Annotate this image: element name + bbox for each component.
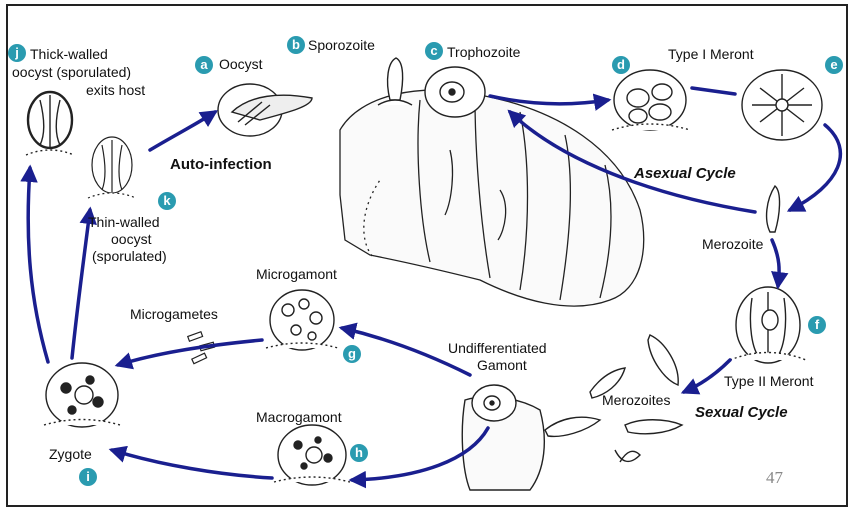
sporozoite-illustration: [377, 57, 413, 106]
thick-walled-oocyst-label-line3: exits host: [86, 82, 146, 98]
auto-infection-label: Auto-infection: [170, 156, 272, 173]
macrogamont-label: Macrogamont: [256, 409, 342, 425]
arrow-zygote-to-thick-walled-oocyst: [20, 164, 50, 364]
undifferentiated-gamont-label-line2: Gamont: [477, 357, 527, 373]
sporozoite-label: Sporozoite: [308, 37, 375, 53]
zygote-label: Zygote: [49, 446, 92, 462]
arrow-gamont-to-microgamont: [338, 322, 472, 377]
microgametes-label: Microgametes: [130, 306, 218, 322]
thin-walled-oocyst-illustration: [87, 136, 137, 199]
undifferentiated-gamont-label-line1: Undifferentiated: [448, 340, 547, 356]
arrow-meront-e-to-merozoite: [786, 123, 843, 212]
thin-walled-oocyst-label-line1: Thin-walled: [88, 214, 160, 230]
type-i-meront-label: Type I Meront: [668, 46, 754, 62]
arrow-merozoite-to-trophozoite: [507, 109, 757, 214]
merozoite-illustration: [765, 184, 781, 233]
arrow-meront-d-to-e: [690, 86, 737, 96]
arrow-trophozoite-to-type-i-meront: [488, 93, 612, 111]
arrow-microgamont-to-zygote: [114, 338, 264, 370]
stage-k-badge: k: [158, 192, 176, 210]
stage-c-badge: c: [425, 42, 443, 60]
stage-i-badge: i: [79, 468, 97, 486]
type-i-meront-illustration: [611, 69, 691, 131]
merozoite-label: Merozoite: [702, 236, 764, 252]
host-epithelium-illustration: [339, 89, 645, 307]
stage-e-badge: e: [825, 56, 843, 74]
arrow-zygote-to-thin-walled-oocyst: [70, 206, 97, 360]
stage-b-badge: b: [287, 36, 305, 54]
stage-a-badge: a: [195, 56, 213, 74]
macrogamont-illustration: [273, 424, 351, 486]
thick-walled-oocyst-label-line1: Thick-walled: [30, 46, 108, 62]
oocyst-illustration: [217, 83, 313, 137]
oocyst-label: Oocyst: [219, 56, 263, 72]
thick-walled-oocyst-label-line2: oocyst (sporulated): [12, 64, 132, 80]
trophozoite-illustration: [424, 66, 486, 118]
arrow-auto-infection: [148, 110, 218, 152]
arrow-macrogamont-to-zygote: [108, 445, 274, 480]
merozoites-label: Merozoites: [602, 392, 671, 408]
thin-walled-oocyst-label-line2: oocyst: [111, 231, 152, 247]
sexual-cycle-label: Sexual Cycle: [695, 404, 788, 421]
type-ii-meront-label: Type II Meront: [724, 373, 814, 389]
arrow-merozoite-to-type-ii-meront: [770, 238, 789, 290]
stage-g-badge: g: [343, 345, 361, 363]
trophozoite-label: Trophozoite: [447, 44, 521, 60]
microgamont-illustration: [265, 289, 339, 351]
type-ii-meront-illustration: [729, 286, 807, 364]
undifferentiated-gamont-illustration: [461, 384, 545, 491]
diagram-frame: [6, 4, 848, 507]
stage-f-badge: f: [808, 316, 826, 334]
thick-walled-oocyst-illustration: [25, 90, 75, 156]
stage-h-badge: h: [350, 444, 368, 462]
merozoites-illustration: [544, 334, 684, 463]
meront-e-illustration: [741, 69, 823, 141]
asexual-cycle-label: Asexual Cycle: [634, 165, 736, 182]
cycle-arrows: [20, 86, 843, 489]
microgamont-label: Microgamont: [256, 266, 337, 282]
page-number: 47: [766, 468, 783, 487]
stage-j-badge: j: [8, 44, 26, 62]
stage-d-badge: d: [612, 56, 630, 74]
arrow-type-ii-meront-to-merozoites: [680, 358, 732, 395]
zygote-illustration: [43, 362, 121, 428]
thin-walled-oocyst-label-line3: (sporulated): [92, 248, 167, 264]
arrow-gamont-to-macrogamont: [348, 426, 490, 489]
